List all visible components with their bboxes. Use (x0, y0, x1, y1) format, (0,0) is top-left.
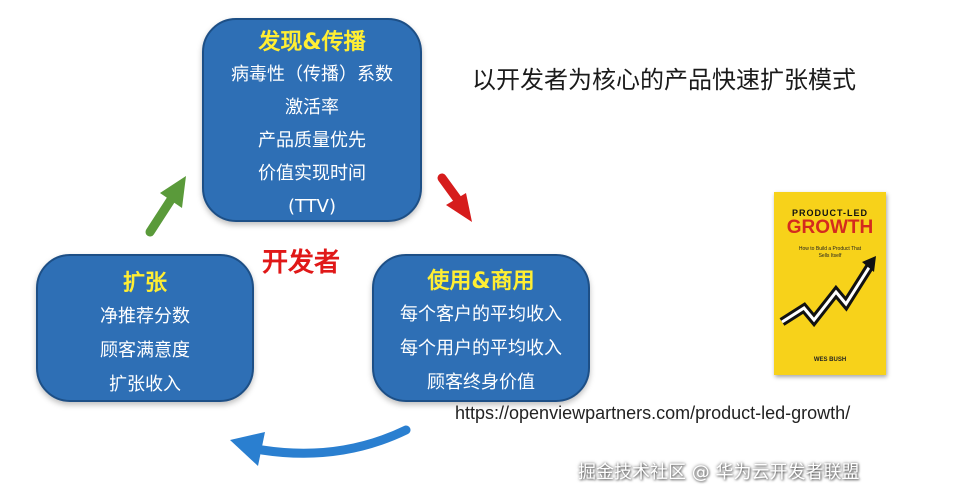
use-item: 顾客终身价值 (427, 372, 535, 393)
expand-item: 净推荐分数 (100, 306, 190, 327)
expand-heading: 扩张 (122, 271, 167, 296)
watermark: 掘金技术社区 @ 华为云开发者联盟 (578, 462, 860, 483)
discover-spread-box: 发现&传播 病毒性（传播）系数 激活率 产品质量优先 价值实现时间 (TTV) (202, 18, 422, 222)
use-commerce-box: 使用&商用 每个客户的平均收入 每个用户的平均收入 顾客终身价值 (372, 254, 590, 402)
use-item: 每个客户的平均收入 (400, 304, 562, 325)
developer-center-label: 开发者 (262, 248, 341, 278)
discover-item: 激活率 (285, 97, 339, 118)
discover-item: 病毒性（传播）系数 (231, 64, 393, 85)
expand-box: 扩张 净推荐分数 顾客满意度 扩张收入 (36, 254, 254, 402)
book-pre-title: PRODUCT-LED (792, 208, 868, 218)
book-author: WES BUSH (813, 357, 847, 363)
blue-arrow (230, 425, 411, 466)
use-item: 每个用户的平均收入 (400, 338, 562, 359)
expand-item: 扩张收入 (109, 374, 181, 395)
discover-item: 产品质量优先 (258, 130, 366, 151)
discover-item: (TTV) (287, 196, 337, 217)
discover-heading: 发现&传播 (258, 30, 366, 55)
discover-item: 价值实现时间 (258, 163, 366, 184)
growth-arrow-icon (779, 256, 876, 328)
book-subtitle: How to Build a Product That Sells Itself (798, 246, 862, 259)
book-main-title: GROWTH (786, 217, 874, 238)
diagram-title: 以开发者为核心的产品快速扩张模式 (472, 66, 856, 94)
red-arrow (437, 173, 472, 222)
book-cover-image: PRODUCT-LED GROWTH How to Build a Produc… (774, 192, 886, 375)
source-url[interactable]: https://openviewpartners.com/product-led… (455, 403, 851, 423)
expand-item: 顾客满意度 (100, 340, 190, 361)
green-arrow (145, 176, 186, 237)
use-heading: 使用&商用 (427, 269, 535, 294)
